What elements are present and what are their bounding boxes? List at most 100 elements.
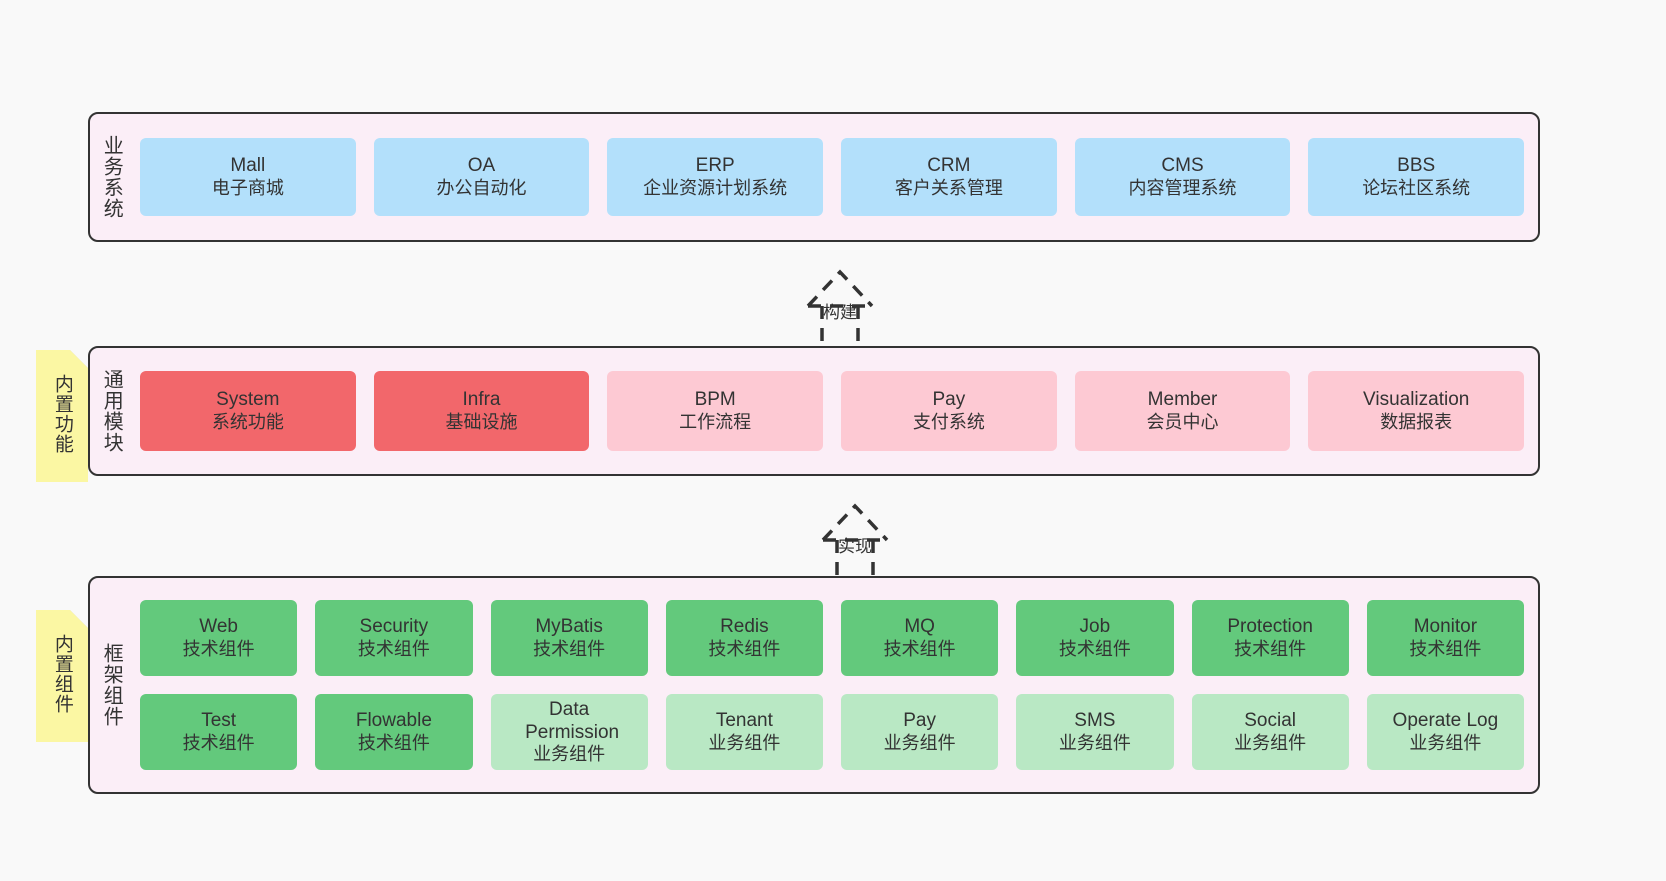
- card-flowable[interactable]: Flowable 技术组件: [315, 694, 473, 770]
- connector-build: 构建: [760, 258, 920, 350]
- card-erp-en: ERP: [695, 155, 735, 177]
- card-bbs-en: BBS: [1397, 155, 1436, 177]
- card-web-cn: 技术组件: [182, 638, 255, 659]
- card-sms[interactable]: SMS 业务组件: [1016, 694, 1174, 770]
- card-pay-component[interactable]: Pay 业务组件: [841, 694, 999, 770]
- card-system[interactable]: System 系统功能: [140, 371, 356, 451]
- card-test-cn: 技术组件: [182, 732, 255, 753]
- layer-body-framework-components: Web 技术组件 Security 技术组件 MyBatis 技术组件 Redi…: [132, 578, 1538, 792]
- card-flowable-en: Flowable: [355, 710, 432, 732]
- card-crm-cn: 客户关系管理: [894, 177, 1003, 198]
- card-pay-component-cn: 业务组件: [883, 732, 956, 753]
- card-redis-cn: 技术组件: [708, 638, 781, 659]
- card-bbs[interactable]: BBS 论坛社区系统: [1308, 138, 1525, 216]
- card-mall-en: Mall: [230, 155, 266, 177]
- note-fold-corner-icon: [70, 610, 88, 628]
- card-bbs-cn: 论坛社区系统: [1362, 177, 1471, 198]
- card-security-cn: 技术组件: [357, 638, 430, 659]
- layer-title-business-system: 业务系统: [100, 135, 123, 219]
- card-operate-log[interactable]: Operate Log 业务组件: [1366, 694, 1524, 770]
- card-system-cn: 系统功能: [211, 411, 284, 432]
- card-data-permission-cn: 业务组件: [533, 744, 606, 765]
- layer-common-modules: 通用模块 System 系统功能 Infra 基础设施 BPM 工作流程 Pay…: [88, 346, 1540, 476]
- layer-title-common-modules: 通用模块: [100, 369, 123, 453]
- card-monitor[interactable]: Monitor 技术组件: [1366, 600, 1524, 676]
- framework-components-row-1: Web 技术组件 Security 技术组件 MyBatis 技术组件 Redi…: [140, 600, 1524, 676]
- card-cms-cn: 内容管理系统: [1128, 177, 1237, 198]
- card-erp[interactable]: ERP 企业资源计划系统: [607, 138, 824, 216]
- card-crm-en: CRM: [927, 155, 971, 177]
- card-system-en: System: [216, 389, 280, 411]
- card-job-cn: 技术组件: [1058, 638, 1131, 659]
- card-bpm-cn: 工作流程: [679, 411, 752, 432]
- business-system-row: Mall 电子商城 OA 办公自动化 ERP 企业资源计划系统 CRM 客户关系…: [140, 138, 1525, 216]
- card-sms-en: SMS: [1074, 710, 1116, 732]
- note-builtin-components-label: 内置组件: [51, 634, 73, 714]
- card-operate-log-en: Operate Log: [1392, 710, 1499, 732]
- card-flowable-cn: 技术组件: [357, 732, 430, 753]
- card-web[interactable]: Web 技术组件: [140, 600, 298, 676]
- card-cms-en: CMS: [1161, 155, 1204, 177]
- card-mybatis-cn: 技术组件: [533, 638, 606, 659]
- card-pay-module[interactable]: Pay 支付系统: [841, 371, 1057, 451]
- card-mq[interactable]: MQ 技术组件: [841, 600, 999, 676]
- framework-components-row-2: Test 技术组件 Flowable 技术组件 Data Permission …: [140, 694, 1524, 770]
- card-erp-cn: 企业资源计划系统: [643, 177, 788, 198]
- card-mall[interactable]: Mall 电子商城: [140, 138, 356, 216]
- card-oa[interactable]: OA 办公自动化: [373, 138, 590, 216]
- card-redis-en: Redis: [720, 616, 769, 638]
- note-builtin-features-label: 内置功能: [51, 374, 73, 454]
- card-protection-en: Protection: [1227, 616, 1313, 638]
- card-member-en: Member: [1147, 389, 1218, 411]
- card-visualization-cn: 数据报表: [1380, 411, 1453, 432]
- card-mybatis[interactable]: MyBatis 技术组件: [490, 600, 648, 676]
- card-social-cn: 业务组件: [1234, 732, 1307, 753]
- card-tenant[interactable]: Tenant 业务组件: [665, 694, 823, 770]
- card-oa-en: OA: [467, 155, 496, 177]
- card-visualization-en: Visualization: [1363, 389, 1470, 411]
- note-fold-corner-icon: [70, 350, 88, 368]
- card-mq-cn: 技术组件: [883, 638, 956, 659]
- card-monitor-en: Monitor: [1413, 616, 1478, 638]
- card-member-cn: 会员中心: [1146, 411, 1219, 432]
- card-redis[interactable]: Redis 技术组件: [665, 600, 823, 676]
- card-pay-module-en: Pay: [932, 389, 966, 411]
- card-oa-cn: 办公自动化: [436, 177, 527, 198]
- card-operate-log-cn: 业务组件: [1409, 732, 1482, 753]
- card-data-permission-en: Data Permission: [525, 698, 620, 744]
- card-cms[interactable]: CMS 内容管理系统: [1074, 138, 1291, 216]
- connector-implement-label: 实现: [838, 537, 872, 556]
- card-mybatis-en: MyBatis: [535, 616, 603, 638]
- card-mq-en: MQ: [904, 616, 935, 638]
- card-test-en: Test: [201, 710, 237, 732]
- card-infra-en: Infra: [462, 389, 501, 411]
- card-data-permission[interactable]: Data Permission 业务组件: [490, 694, 648, 770]
- card-infra[interactable]: Infra 基础设施: [373, 371, 590, 451]
- card-job[interactable]: Job 技术组件: [1016, 600, 1174, 676]
- layer-business-system: 业务系统 Mall 电子商城 OA 办公自动化 ERP 企业资源计划系统 CRM…: [88, 112, 1540, 242]
- layer-body-business-system: Mall 电子商城 OA 办公自动化 ERP 企业资源计划系统 CRM 客户关系…: [132, 114, 1538, 240]
- card-pay-component-en: Pay: [903, 710, 936, 732]
- common-modules-row: System 系统功能 Infra 基础设施 BPM 工作流程 Pay 支付系统…: [140, 371, 1525, 451]
- card-web-en: Web: [199, 616, 238, 638]
- layer-title-framework-components: 框架组件: [100, 643, 123, 727]
- card-monitor-cn: 技术组件: [1409, 638, 1482, 659]
- card-test[interactable]: Test 技术组件: [140, 694, 298, 770]
- card-mall-cn: 电子商城: [211, 177, 284, 198]
- card-visualization[interactable]: Visualization 数据报表: [1308, 371, 1525, 451]
- note-builtin-components: 内置组件: [36, 610, 88, 742]
- card-member[interactable]: Member 会员中心: [1074, 371, 1291, 451]
- card-sms-cn: 业务组件: [1058, 732, 1131, 753]
- card-protection-cn: 技术组件: [1234, 638, 1307, 659]
- note-builtin-features: 内置功能: [36, 350, 88, 482]
- card-job-en: Job: [1079, 616, 1111, 638]
- connector-implement: 实现: [775, 492, 935, 584]
- card-pay-module-cn: 支付系统: [912, 411, 985, 432]
- card-bpm[interactable]: BPM 工作流程: [607, 371, 824, 451]
- card-bpm-en: BPM: [694, 389, 736, 411]
- card-social[interactable]: Social 业务组件: [1191, 694, 1349, 770]
- card-protection[interactable]: Protection 技术组件: [1191, 600, 1349, 676]
- card-security[interactable]: Security 技术组件: [315, 600, 473, 676]
- card-crm[interactable]: CRM 客户关系管理: [841, 138, 1057, 216]
- connector-build-label: 构建: [823, 303, 857, 322]
